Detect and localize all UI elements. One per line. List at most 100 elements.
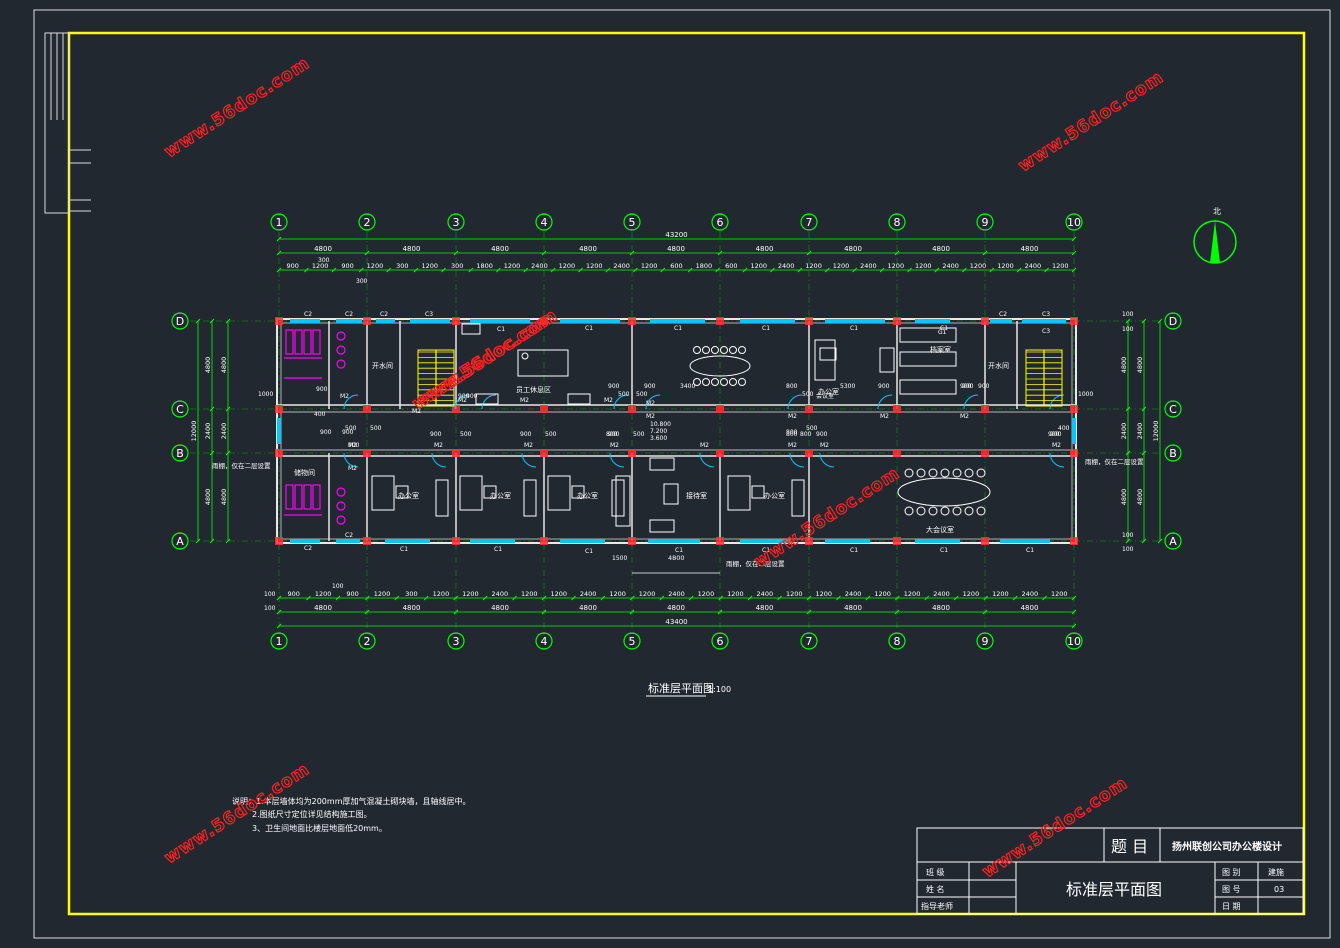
dim-misc-0: 1000 <box>258 391 273 398</box>
axis-bubble-right-B-circle <box>1164 444 1182 462</box>
column-1-D <box>275 317 283 325</box>
column-4-B <box>540 449 548 457</box>
dim-bottom-total-tick-1 <box>1071 623 1077 629</box>
chair-s-top-3 <box>940 468 950 478</box>
dim-top-details-text-17: 1200 <box>750 262 767 270</box>
window-top-2 <box>376 319 395 323</box>
dim-misc-4: 100 <box>1122 546 1134 553</box>
axis-bubble-left-B: B <box>171 444 189 462</box>
urinal-south-0 <box>336 487 346 497</box>
door-tag-10: M2 <box>788 413 797 420</box>
window-bottom-5 <box>648 539 700 543</box>
dim-right-inner-text-2: 4800 <box>1120 489 1128 506</box>
dim-bottom-details-text-12: 1200 <box>639 590 656 598</box>
south-desk-0 <box>371 475 395 511</box>
axis-bubble-bottom-2-text: 2 <box>364 635 371 648</box>
door-north-2 <box>481 394 497 410</box>
chair-n-top-3 <box>720 346 728 354</box>
axis-bubble-bottom-9-circle <box>976 632 994 650</box>
toilet-stall-north-2 <box>303 329 312 355</box>
dim-bottom-details-tick-9 <box>541 595 547 601</box>
window-top-0 <box>290 319 320 323</box>
urinal-south-1 <box>336 501 346 511</box>
window-tag-10: C2 <box>999 311 1007 318</box>
axis-bubble-top-6-text: 6 <box>717 216 724 229</box>
dim-top-bays-tick-7 <box>894 250 900 256</box>
dim-top-bays-text-4: 4800 <box>667 245 685 253</box>
dim-bottom-details-text-10: 2400 <box>580 590 597 598</box>
door-width-22: 900 <box>962 383 974 390</box>
door-north-7 <box>963 394 979 410</box>
window-bottom-4 <box>560 539 605 543</box>
axis-bubble-right-C: C <box>1164 400 1182 418</box>
dim-bottom-details-text-2: 900 <box>346 590 358 598</box>
dim-bottom-details-text-26: 1200 <box>1051 590 1068 598</box>
axis-bubble-bottom-10-circle <box>1065 632 1083 650</box>
column-2-D <box>363 317 371 325</box>
stair-west <box>417 349 455 407</box>
dim-top-details-tick-28 <box>1044 267 1049 273</box>
dim-right-inner-tick-0 <box>1125 318 1131 324</box>
axis-bubble-right-A-text: A <box>1169 535 1177 548</box>
chair-s-bot-0 <box>904 506 914 516</box>
dim-right-parts-tick-3 <box>1141 538 1147 544</box>
dim-top-bays-tick-2 <box>453 250 459 256</box>
dim-bottom-details-text-9: 1200 <box>550 590 567 598</box>
dim-bottom-details-tick-7 <box>482 595 488 601</box>
drawing-frame <box>67 31 1306 916</box>
small-note-0: 3400 <box>680 383 695 390</box>
rest-area-table <box>517 349 569 377</box>
door-tag-7: M2 <box>646 413 655 420</box>
door-width-4: 900 <box>520 431 532 438</box>
dim-bottom-details-text-14: 1200 <box>698 590 715 598</box>
door-tag-12: M2 <box>960 413 969 420</box>
window-bottom-0 <box>290 539 320 543</box>
canopy-note-right: 雨棚，仅在二层设置 <box>1085 457 1144 466</box>
column-9-D <box>981 317 989 325</box>
axis-bubble-bottom-1: 1 <box>270 632 288 650</box>
dim-bottom-details-tick-3 <box>364 595 370 601</box>
toilet-stall-north-1 <box>294 329 303 355</box>
elevation-level-1: 7.200 <box>650 428 667 435</box>
dim-left-inner-text-0: 4800 <box>220 357 228 374</box>
dim-right-inner-tick-2 <box>1125 450 1131 456</box>
dim-left-inner-text-1: 2400 <box>220 423 228 440</box>
dim-bottom-bays-text-2: 4800 <box>491 604 509 612</box>
column-6-D <box>716 317 724 325</box>
column-1-B <box>275 449 283 457</box>
dim-top-details-tick-21 <box>852 267 858 273</box>
door-south-6 <box>819 452 835 468</box>
dim-bottom-details-text-17: 1200 <box>786 590 803 598</box>
dim-bottom-details-text-13: 2400 <box>668 590 685 598</box>
date-label: 日 期 <box>1222 902 1241 911</box>
room-label-0: 开水间 <box>372 361 393 370</box>
axis-bubble-top-7-text: 7 <box>806 216 813 229</box>
window-bottom-9 <box>1000 539 1050 543</box>
chair-n-bot-3 <box>720 378 728 386</box>
door-width-17: 900 <box>466 393 478 400</box>
dim-bottom-details-tick-21 <box>894 595 900 601</box>
window-tag-3: C3 <box>425 311 433 318</box>
axis-bubble-top-1-text: 1 <box>276 216 283 229</box>
dim-bottom-bays-tick-2 <box>453 609 459 615</box>
window-bottom-3 <box>470 539 515 543</box>
dim-top-details-tick-10 <box>550 267 556 273</box>
archive-shelf-1 <box>899 351 957 367</box>
axis-bubble-top-10-circle <box>1065 213 1083 231</box>
dim-top-details-tick-19 <box>797 267 803 273</box>
axis-bubble-top-3-circle <box>447 213 465 231</box>
door-width-3: 900 <box>458 393 470 400</box>
axis-bubble-top-9-circle <box>976 213 994 231</box>
dim-right-parts-text-2: 4800 <box>1136 489 1144 506</box>
door-south-1 <box>431 452 447 468</box>
sofa-3 <box>461 323 481 335</box>
dim-left-parts-text-0: 4800 <box>204 357 212 374</box>
dim-right-total-text-0: 12000 <box>1152 421 1160 442</box>
door-width-8: 900 <box>644 383 656 390</box>
room-label-3: 档案室 <box>930 345 951 354</box>
door-tag-8: M2 <box>646 400 655 407</box>
chair-s-top-4 <box>952 468 962 478</box>
dim-bottom-bays-tick-8 <box>982 609 988 615</box>
chair-s-bot-4 <box>952 506 962 516</box>
door-width-7: 800 <box>786 383 798 390</box>
